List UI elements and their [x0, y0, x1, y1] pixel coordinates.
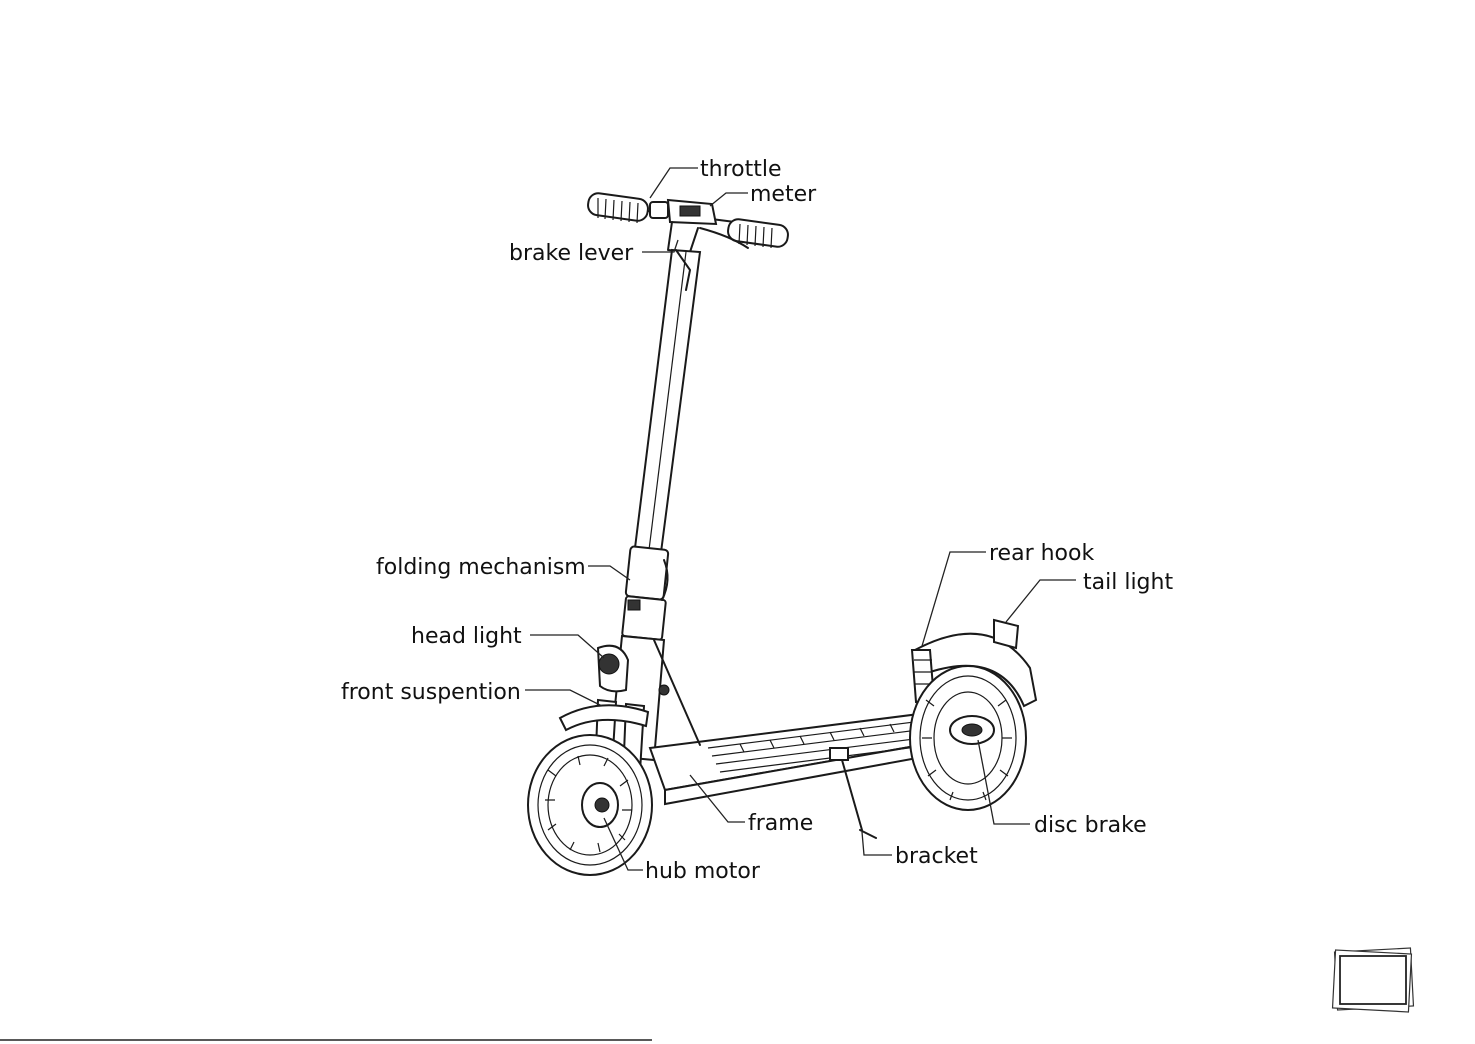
label-throttle: throttle [700, 157, 782, 182]
rear-hook-leader [922, 552, 986, 646]
label-brake-lever: brake lever [509, 241, 634, 266]
label-bracket: bracket [895, 844, 978, 869]
label-rear-hook: rear hook [989, 541, 1094, 566]
folding-mechanism-leader [588, 566, 630, 580]
label-folding-mechanism: folding mechanism [376, 555, 586, 580]
label-frame: frame [748, 811, 813, 836]
scooter-illustration [528, 192, 1036, 875]
page-corner-icon [1333, 948, 1414, 1012]
label-head-light: head light [411, 624, 522, 649]
throttle-leader [650, 168, 698, 198]
deck [650, 640, 950, 804]
bracket-leader [862, 832, 892, 855]
front-wheel [528, 735, 652, 875]
tail-light-leader [1006, 580, 1076, 622]
meter-leader [710, 193, 748, 206]
stem [634, 250, 700, 560]
label-meter: meter [750, 182, 817, 207]
label-hub-motor: hub motor [645, 859, 761, 884]
rear-wheel [910, 666, 1026, 810]
front-suspention-leader [525, 690, 602, 706]
head-light-leader [530, 635, 604, 658]
label-tail-light: tail light [1083, 570, 1173, 595]
folding-mechanism-part [622, 546, 668, 640]
label-disc-brake: disc brake [1034, 813, 1147, 838]
label-front-suspention: front suspention [341, 680, 521, 705]
